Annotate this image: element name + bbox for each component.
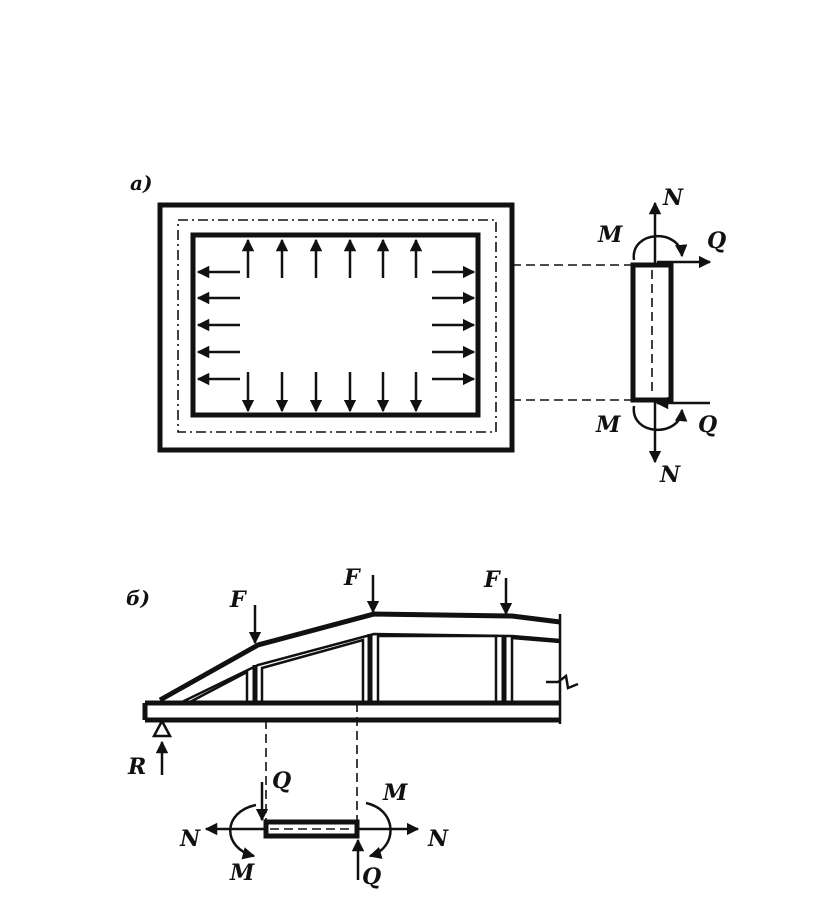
part-a: a)	[130, 171, 726, 488]
moment-arc-icon	[632, 234, 688, 261]
label-Q-bottom: Q	[698, 412, 717, 438]
part-a-label: a)	[130, 171, 152, 195]
frame-outer-edge	[157, 202, 515, 453]
free-body-element-b: N N Q Q M M	[179, 768, 449, 890]
panel-triangle	[189, 669, 249, 704]
frame-centerline	[177, 219, 497, 433]
label-F2: F	[343, 565, 361, 591]
truss	[142, 611, 579, 724]
pressure-arrows-left	[196, 265, 240, 386]
break-symbol	[546, 673, 579, 690]
element-body	[630, 262, 674, 403]
top-chord-upper-edge	[158, 611, 561, 703]
moment-arc-icon	[365, 801, 392, 859]
label-F1: F	[229, 587, 247, 613]
pressure-arrows-up	[241, 238, 423, 278]
panel-2	[260, 638, 365, 702]
label-R: R	[127, 754, 146, 780]
label-N-right: N	[427, 826, 449, 852]
label-M-bottom: M	[229, 860, 255, 886]
label-N-left: N	[179, 826, 201, 852]
label-Q-top: Q	[707, 228, 726, 254]
part-b: б) F F F	[126, 565, 579, 890]
pressure-arrows-right	[432, 265, 476, 386]
label-N-bottom: N	[659, 462, 681, 488]
pin-support-icon	[151, 718, 173, 738]
label-F3: F	[483, 567, 501, 593]
label-M-bottom: M	[595, 412, 621, 438]
panel-4	[510, 636, 561, 704]
moment-arc-icon	[632, 405, 688, 432]
top-chord-lower-edge	[181, 632, 561, 704]
panel-3	[376, 634, 498, 704]
label-Q-top: Q	[272, 768, 291, 794]
label-N-top: N	[662, 185, 684, 211]
moment-arc-icon	[229, 803, 257, 860]
label-M-top: M	[382, 780, 408, 806]
label-Q-bottom: Q	[362, 864, 381, 890]
label-M-top: M	[597, 222, 623, 248]
free-body-element-a: N N Q Q M M	[595, 185, 726, 488]
frame-inner-edge	[190, 232, 481, 418]
pressure-arrows-down	[241, 372, 423, 413]
part-b-label: б)	[126, 586, 150, 610]
